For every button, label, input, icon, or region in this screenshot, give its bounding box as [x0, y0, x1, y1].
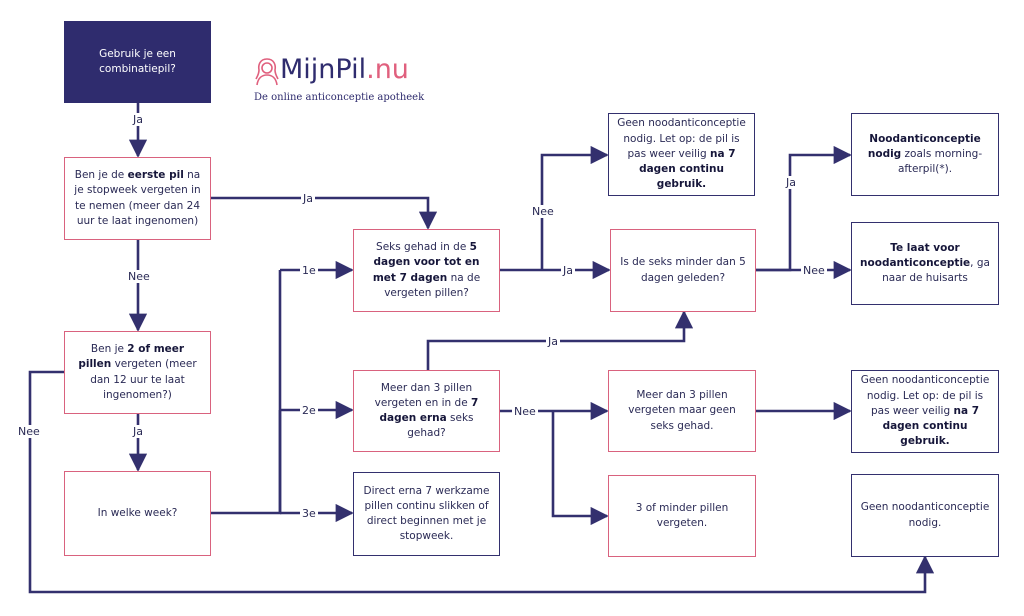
arrow-twee-nee-to-geen-nood [28, 370, 935, 594]
box-text: In welke week? [97, 506, 178, 519]
box-text: Is de seks minder dan 5 dagen geleden? [620, 256, 746, 284]
drie-of-minder-box: 3 of minder pillen vergeten. [608, 475, 756, 557]
label-ja-twee-pillen: Ja [131, 425, 145, 438]
geen-nood-right-result-box: Geen noodanticonceptie nodig. Let op: de… [851, 370, 999, 453]
box-text: Geen noodanticonceptie nodig. Let op: de… [860, 374, 990, 448]
welke-week-question-box: In welke week? [64, 471, 211, 556]
logo-brand-main: MijnPil [280, 54, 367, 85]
logo-brand-domain: .nu [366, 54, 409, 85]
label-nee-meer-dan-3: Nee [512, 405, 538, 418]
box-text: Noodanticonceptie nodig zoals morning-af… [867, 132, 983, 176]
logo-wordmark: MijnPil.nu [280, 54, 409, 85]
eerste-pil-question-box: Ben je de eerste pil na je stopweek verg… [64, 157, 211, 240]
box-text: Direct erna 7 werkzame pillen continu sl… [363, 484, 490, 543]
box-text: Meer dan 3 pillen vergeten en in de 7 da… [374, 381, 479, 440]
arrow-seks-nee [540, 145, 609, 270]
arrow-minder5-ja [755, 145, 852, 272]
label-ja-minder-dan-5: Ja [784, 176, 798, 189]
label-nee-twee-pillen: Nee [16, 425, 42, 438]
meer-dan-3-geen-seks-box: Meer dan 3 pillen vergeten maar geen sek… [608, 370, 756, 452]
meer-dan-3-seks-question-box: Meer dan 3 pillen vergeten en in de 7 da… [353, 370, 500, 452]
seks-5-dagen-question-box: Seks gehad in de 5 dagen voor tot en met… [353, 229, 500, 312]
label-nee-eerste-pil: Nee [126, 270, 152, 283]
logo-tagline: De online anticonceptie apotheek [254, 92, 425, 103]
box-text: Ben je 2 of meer pillen vergeten (meer d… [78, 343, 197, 401]
arrow-meer3-nee-down [551, 411, 609, 526]
box-text: Geen noodanticonceptie nodig. Let op: de… [617, 117, 746, 191]
direct-erna-result-box: Direct erna 7 werkzame pillen continu sl… [353, 472, 500, 556]
box-text: Seks gehad in de 5 dagen voor tot en met… [372, 241, 481, 299]
label-ja-eerste-pil: Ja [301, 192, 315, 205]
label-nee-minder-dan-5: Nee [801, 264, 827, 277]
week-trunk [211, 270, 282, 515]
start-question-box: Gebruik je een combinatiepil? [64, 21, 211, 103]
arrow-eerste-pil-to-seks [211, 196, 438, 230]
te-laat-huisarts-box: Te laat voor noodanticonceptie, ga naar … [851, 222, 999, 305]
label-week-1e: 1e [300, 264, 318, 277]
box-text: Te laat voor noodanticonceptie, ga naar … [860, 241, 990, 285]
label-week-3e: 3e [300, 507, 318, 520]
box-text: Ben je de eerste pil na je stopweek verg… [74, 169, 201, 227]
box-text: Meer dan 3 pillen vergeten maar geen sek… [628, 389, 736, 432]
label-week-2e: 2e [300, 404, 318, 417]
geen-nood-bottom-result-box: Geen noodanticonceptie nodig. [851, 474, 999, 557]
label-nee-seks-5: Nee [530, 205, 556, 218]
twee-pillen-question-box: Ben je 2 of meer pillen vergeten (meer d… [64, 331, 211, 414]
box-text: Geen noodanticonceptie nodig. [860, 501, 990, 529]
box-text: Gebruik je een combinatiepil? [99, 47, 176, 75]
box-text: 3 of minder pillen vergeten. [635, 501, 729, 529]
label-ja-meer-dan-3: Ja [546, 335, 560, 348]
label-ja-seks-5: Ja [561, 264, 575, 277]
geen-nood-top-result-box: Geen noodanticonceptie nodig. Let op: de… [608, 113, 755, 196]
minder-dan-5-question-box: Is de seks minder dan 5 dagen geleden? [610, 229, 756, 312]
pharmacist-logo-icon [255, 58, 279, 86]
noodanticonceptie-nodig-box: Noodanticonceptie nodig zoals morning-af… [851, 113, 999, 196]
label-ja-start: Ja [131, 113, 145, 126]
